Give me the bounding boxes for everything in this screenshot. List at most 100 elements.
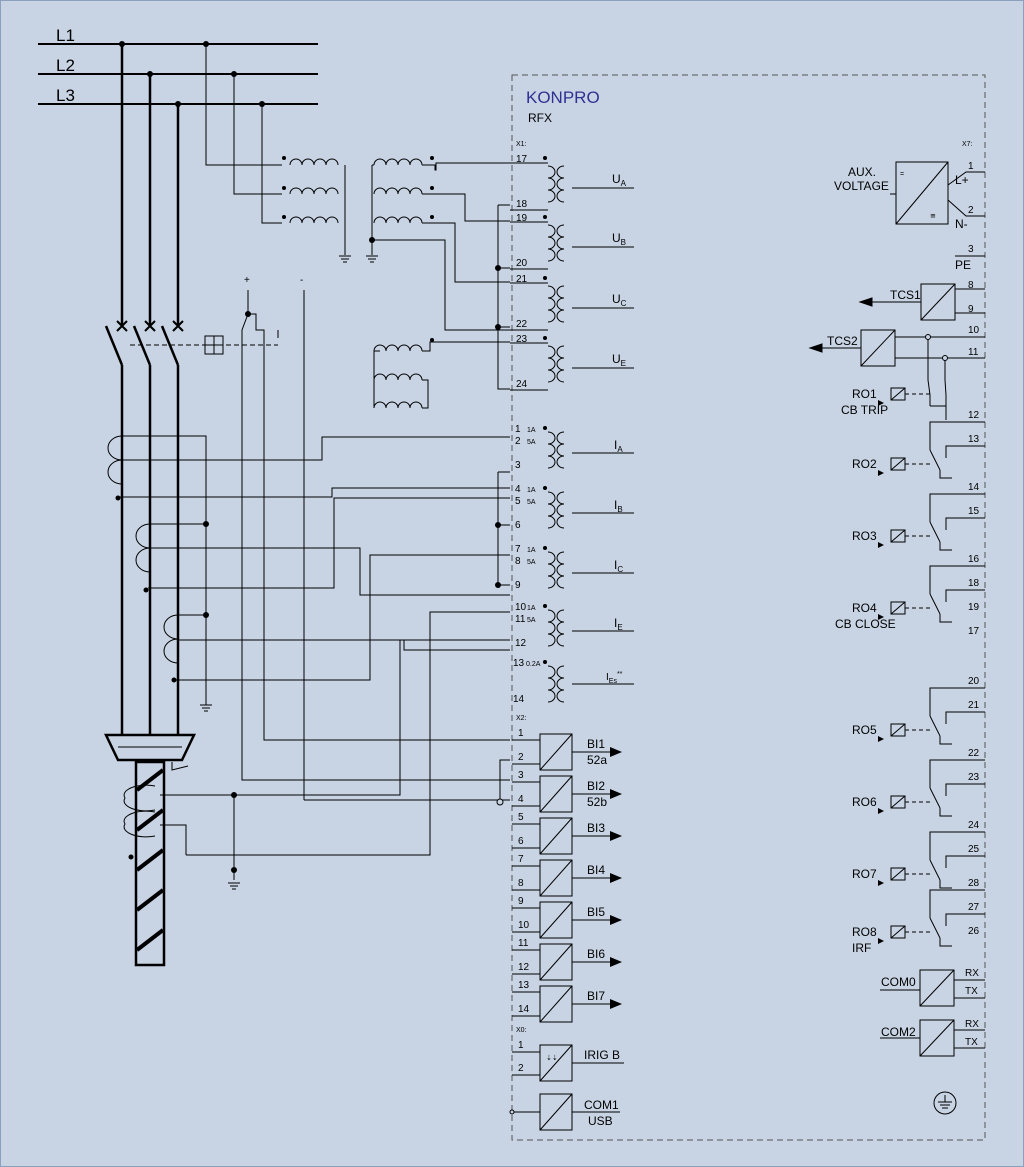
- terminal-number: 25: [968, 844, 980, 855]
- terminal-polarity: PE: [955, 258, 971, 272]
- terminal-number: 24: [516, 379, 528, 390]
- voltage-label: UB: [612, 231, 626, 247]
- terminal-number: 12: [515, 638, 527, 649]
- terminal-number: 3: [515, 460, 521, 471]
- terminal-number: 17: [516, 154, 528, 165]
- com-tx-label: TX: [965, 986, 978, 997]
- busbars: [38, 43, 318, 105]
- usb-port: COM1 USB: [509, 1093, 620, 1131]
- terminal-number: 26: [968, 926, 980, 937]
- usb-com-label: COM1: [584, 1098, 619, 1112]
- terminal-number: 7: [518, 854, 524, 865]
- terminal-number: 24: [968, 820, 980, 831]
- terminal-rating: 5A: [527, 617, 536, 624]
- terminal-number: 3: [968, 244, 974, 255]
- terminal-number: 2: [968, 205, 974, 216]
- terminal-number: 21: [516, 274, 528, 285]
- phase-label-l2: L2: [56, 56, 75, 75]
- phase-label-l1: L1: [56, 26, 75, 45]
- com-port-label: COM0: [881, 975, 916, 989]
- tcs1-label: TCS1: [890, 288, 921, 302]
- terminal-number: 23: [968, 772, 980, 783]
- terminal-number: 18: [516, 199, 528, 210]
- terminal-number: 4: [515, 484, 521, 495]
- terminal-number: 11: [968, 347, 979, 358]
- terminal-number: 14: [968, 482, 980, 493]
- terminal-number: 8: [968, 280, 974, 291]
- terminal-rating: 5A: [527, 559, 536, 566]
- relay-output-desc: CB TRIP: [841, 403, 888, 417]
- terminal-number: 10: [518, 920, 530, 931]
- terminal-rating: 1A: [527, 547, 536, 554]
- terminal-rating: 5A: [527, 439, 536, 446]
- vt-primary-coils: [282, 156, 339, 224]
- terminal-number: 14: [518, 1004, 530, 1015]
- terminal-number: 19: [516, 213, 528, 224]
- terminal-number: 22: [968, 748, 980, 759]
- voltage-label: UE: [612, 352, 626, 368]
- svg-text:≅: ≅: [930, 213, 936, 220]
- breaker-contacts: [116, 320, 184, 332]
- terminal-number: 18: [968, 578, 980, 589]
- relay-output-desc: IRF: [852, 941, 871, 955]
- terminal-number: 1: [518, 1040, 524, 1051]
- relay-output-name: RO3: [852, 529, 877, 543]
- terminal-number: 5: [515, 496, 521, 507]
- vt-secondary-coils: [373, 156, 434, 409]
- phase-ct-c: [163, 614, 179, 664]
- feeder-conductors: [104, 44, 180, 735]
- current-label: IB: [614, 498, 623, 514]
- relay-output-name: RO2: [852, 457, 877, 471]
- terminal-number: 28: [968, 878, 980, 889]
- terminal-number: 1: [518, 728, 524, 739]
- voltage-input: 17 18 UA: [510, 154, 634, 211]
- relay-output-name: RO7: [852, 867, 877, 881]
- terminal-number: 23: [516, 334, 528, 345]
- terminal-number: 9: [968, 304, 974, 315]
- terminal-number: 11: [515, 614, 526, 625]
- binary-input-name: BI1: [587, 737, 605, 751]
- binary-input-desc: 52a: [587, 753, 607, 767]
- voltage-label: UA: [612, 172, 627, 188]
- terminal-rating: 1A: [527, 605, 536, 612]
- com-rx-label: RX: [965, 968, 979, 979]
- terminal-rating: 5A: [527, 499, 536, 506]
- terminal-number: 13: [968, 434, 980, 445]
- binary-input-name: BI6: [587, 947, 605, 961]
- com-port-label: COM2: [881, 1025, 916, 1039]
- relay-output-name: RO8: [852, 925, 877, 939]
- connector-x0-label: X0:: [516, 1027, 527, 1034]
- relay-output-name: RO4: [852, 601, 877, 615]
- cable: [134, 760, 166, 967]
- terminal-number: 13: [513, 658, 525, 669]
- relay-output-name: RO5: [852, 723, 877, 737]
- terminal-number: 21: [968, 700, 980, 711]
- phase-ct-a: [107, 435, 123, 485]
- input-label: IEs**: [606, 671, 623, 685]
- tcs1-circuit: [858, 283, 985, 321]
- terminal-number: 9: [515, 580, 521, 591]
- terminal-rating: 1A: [527, 427, 536, 434]
- terminal-number: 17: [968, 626, 980, 637]
- aux-power-supply: AUX. VOLTAGE = ≅ 1 L+ 2 N- 3 PE: [834, 161, 985, 272]
- voltage-label: UC: [612, 292, 627, 308]
- relay-output-name: RO6: [852, 795, 877, 809]
- voltage-input: 23 24 UE: [510, 334, 634, 391]
- terminal-number: 13: [518, 980, 530, 991]
- terminal-number: 6: [518, 836, 524, 847]
- terminal-number: 10: [968, 325, 980, 336]
- earth-symbols: [200, 255, 378, 890]
- tcs2-label: TCS2: [827, 334, 858, 348]
- terminal-number: 12: [518, 962, 530, 973]
- terminal-number: 27: [968, 902, 980, 913]
- terminal-number: 10: [515, 602, 527, 613]
